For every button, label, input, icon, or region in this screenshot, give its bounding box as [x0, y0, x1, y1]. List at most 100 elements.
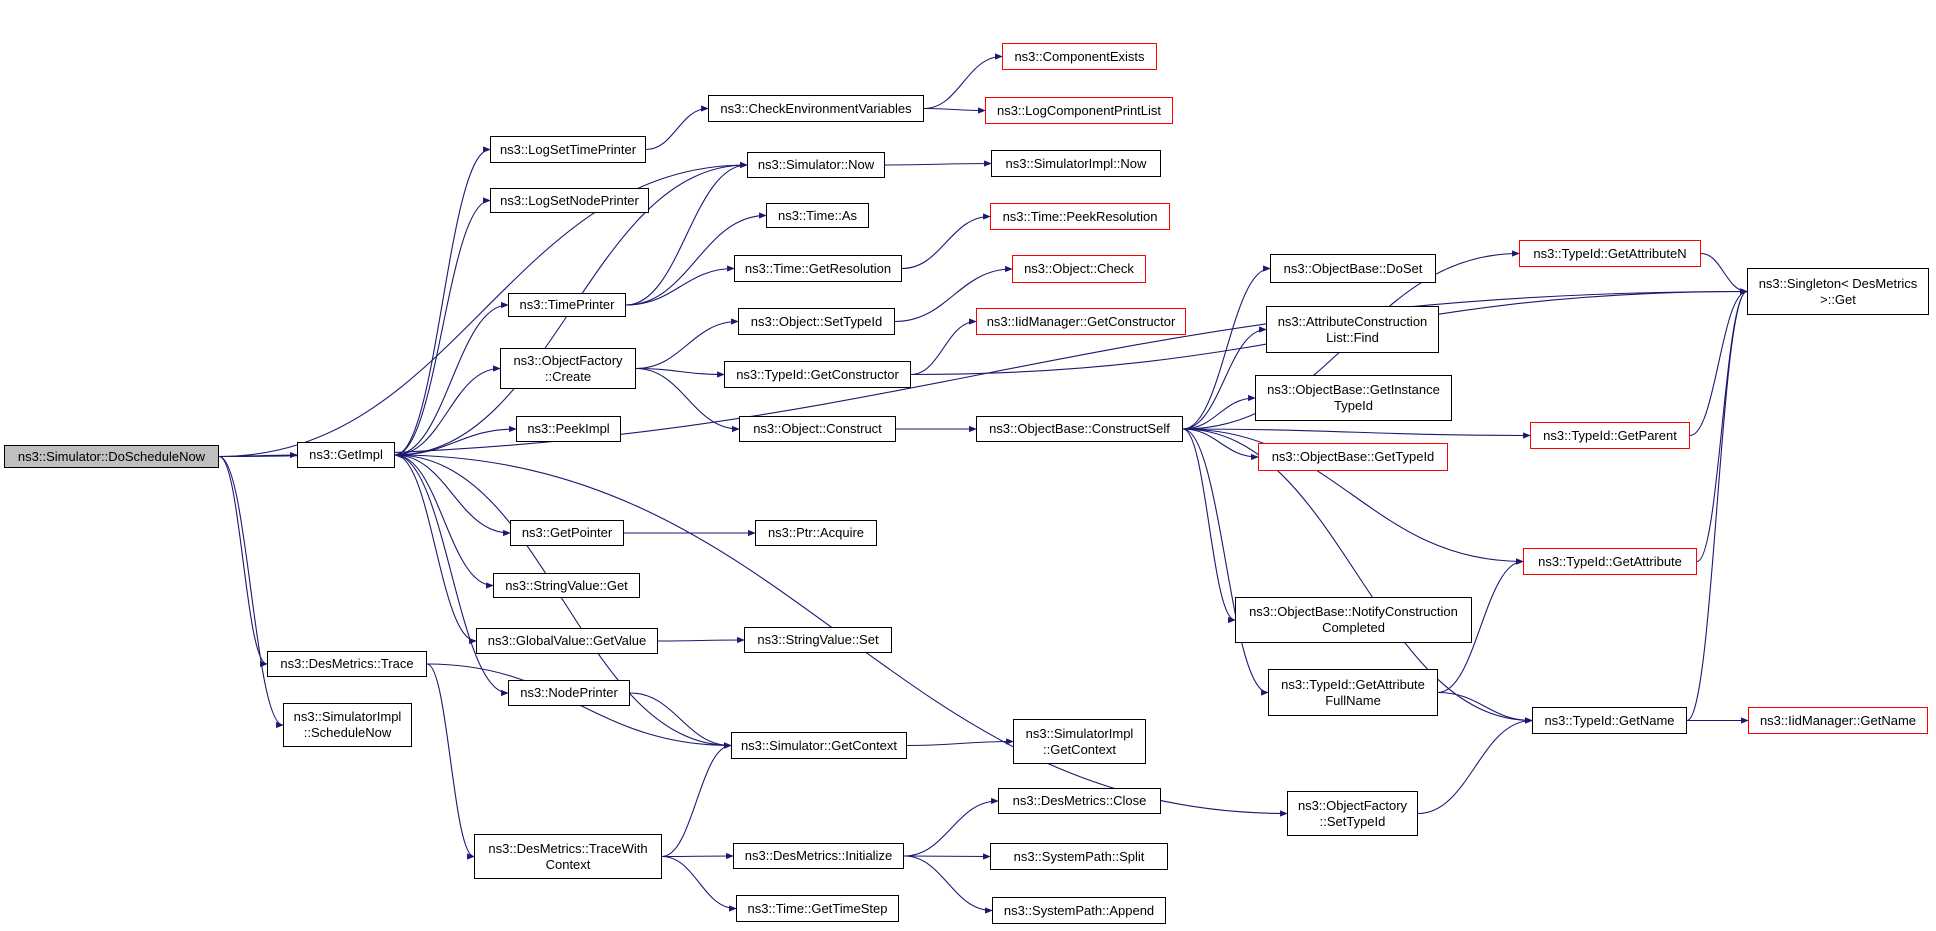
edge-desmetrics-tracewithcontext-to-simulator-getcontext [661, 742, 732, 858]
node-iidmanager-getname[interactable]: ns3::IidManager::GetName [1748, 707, 1928, 734]
node-label: ns3::DesMetrics::Trace [280, 656, 414, 671]
node-label: ns3::Time::GetResolution [744, 260, 892, 276]
node-label: ns3::Simulator::GetContext [740, 737, 898, 753]
edge-desmetrics-initialize-to-desmetrics-close [903, 797, 999, 857]
edge-objectbase-constructself-to-typeid-getparent [1182, 428, 1531, 439]
node-label: ns3::DesMetrics::Initialize [744, 848, 893, 863]
node-label: ns3::ComponentExists [1014, 48, 1145, 64]
node-label: ns3::AttributeConstruction [1277, 313, 1428, 329]
node-objectbase-gettypeid[interactable]: ns3::ObjectBase::GetTypeId [1258, 443, 1448, 471]
node-stringvalue-set[interactable]: ns3::StringValue::Set [744, 627, 892, 653]
node-label: Completed [1322, 620, 1385, 635]
node-label: ns3::Simulator::DoScheduleNow [17, 448, 206, 464]
node-label: ns3::Simulator::Now [757, 157, 875, 172]
node-logsetnodeprinter[interactable]: ns3::LogSetNodePrinter [490, 188, 649, 213]
node-time-peekresolution[interactable]: ns3::Time::PeekResolution [990, 203, 1170, 230]
node-systempath-append[interactable]: ns3::SystemPath::Append [992, 897, 1166, 924]
node-iidmanager-getconstructor[interactable]: ns3::IidManager::GetConstructor [976, 308, 1186, 335]
call-edges [218, 53, 1749, 914]
node-objectfactory-settypeid[interactable]: ns3::ObjectFactory::SetTypeId [1287, 791, 1418, 836]
node-desmetrics-close[interactable]: ns3::DesMetrics::Close [998, 788, 1161, 814]
edge-objectfactory-create-to-object-settypeid [635, 318, 739, 370]
node-doschedulenow: ns3::Simulator::DoScheduleNow [4, 445, 219, 468]
node-simulator-now[interactable]: ns3::Simulator::Now [747, 152, 885, 178]
node-label: ns3::Time::PeekResolution [1002, 208, 1158, 224]
node-getimpl[interactable]: ns3::GetImpl [297, 442, 395, 468]
edge-typeid-getname-to-singleton-get [1686, 288, 1748, 722]
edge-getimpl-to-globalvalue-getvalue [394, 454, 477, 645]
node-logsettimeprinter[interactable]: ns3::LogSetTimePrinter [490, 136, 646, 163]
node-label: TypeId [1333, 398, 1374, 413]
node-time-getresolution[interactable]: ns3::Time::GetResolution [734, 255, 902, 282]
node-label: FullName [1325, 692, 1381, 708]
edge-timeprinter-to-time-as [625, 212, 767, 306]
node-globalvalue-getvalue[interactable]: ns3::GlobalValue::GetValue [476, 628, 658, 654]
node-label: ::GetContext [1043, 741, 1116, 757]
node-typeid-getattributen[interactable]: ns3::TypeId::GetAttributeN [1519, 240, 1701, 267]
node-objectbase-constructself[interactable]: ns3::ObjectBase::ConstructSelf [976, 416, 1183, 442]
node-systempath-split[interactable]: ns3::SystemPath::Split [990, 843, 1168, 870]
node-label: ns3::StringValue::Set [757, 632, 879, 647]
node-desmetrics-initialize[interactable]: ns3::DesMetrics::Initialize [733, 843, 904, 869]
node-desmetrics-trace[interactable]: ns3::DesMetrics::Trace [267, 651, 427, 677]
node-simulatorimpl-schedulenow[interactable]: ns3::SimulatorImpl::ScheduleNow [283, 703, 412, 747]
node-label: ns3::Object::SetTypeId [750, 313, 883, 329]
node-componentexists[interactable]: ns3::ComponentExists [1002, 43, 1157, 70]
node-simulatorimpl-now[interactable]: ns3::SimulatorImpl::Now [991, 150, 1161, 177]
node-typeid-getattribute[interactable]: ns3::TypeId::GetAttribute [1523, 548, 1697, 575]
node-label: ns3::GetPointer [521, 525, 613, 540]
node-label: ns3::SimulatorImpl::Now [1005, 155, 1147, 171]
edge-objectbase-constructself-to-typeid-getname [1182, 428, 1533, 724]
node-logcomponentprintlist[interactable]: ns3::LogComponentPrintList [985, 97, 1173, 124]
node-time-gettimestep[interactable]: ns3::Time::GetTimeStep [736, 895, 899, 922]
node-objectbase-doset[interactable]: ns3::ObjectBase::DoSet [1270, 254, 1436, 283]
node-label: ns3::ObjectBase::NotifyConstruction [1249, 604, 1458, 619]
edge-nodeprinter-to-simulator-getcontext [629, 692, 732, 749]
node-label: ns3::Ptr::Acquire [767, 525, 865, 540]
node-simulatorimpl-getcontext[interactable]: ns3::SimulatorImpl::GetContext [1013, 719, 1146, 764]
edge-desmetrics-tracewithcontext-to-time-gettimestep [661, 855, 737, 912]
node-label: ns3::Time::As [778, 207, 857, 223]
node-getpointer[interactable]: ns3::GetPointer [510, 520, 624, 546]
node-typeid-getname[interactable]: ns3::TypeId::GetName [1532, 707, 1687, 734]
edge-getimpl-to-nodeprinter [394, 454, 509, 697]
edge-getimpl-to-logsetnodeprinter [394, 197, 491, 456]
node-label: ns3::Object::Construct [753, 421, 882, 436]
node-typeid-getparent[interactable]: ns3::TypeId::GetParent [1530, 422, 1690, 449]
edge-objectbase-constructself-to-objectbase-getinstancetypeid [1182, 394, 1256, 430]
node-label: ns3::GetImpl [309, 447, 383, 462]
edge-typeid-getattributen-to-singleton-get [1700, 252, 1748, 295]
node-object-check[interactable]: ns3::Object::Check [1012, 255, 1146, 283]
node-typeid-getconstructor[interactable]: ns3::TypeId::GetConstructor [724, 361, 911, 388]
node-nodeprinter[interactable]: ns3::NodePrinter [508, 680, 630, 706]
node-simulator-getcontext[interactable]: ns3::Simulator::GetContext [731, 732, 907, 759]
node-singleton-get[interactable]: ns3::Singleton< DesMetrics >::Get [1747, 268, 1929, 315]
node-ptr-acquire[interactable]: ns3::Ptr::Acquire [755, 520, 877, 546]
node-label: ns3::StringValue::Get [505, 577, 628, 593]
node-label: ns3::SimulatorImpl [293, 709, 402, 724]
node-stringvalue-get[interactable]: ns3::StringValue::Get [493, 573, 640, 598]
node-time-as[interactable]: ns3::Time::As [766, 203, 869, 228]
node-objectfactory-create[interactable]: ns3::ObjectFactory::Create [500, 348, 636, 389]
node-label: ns3::ObjectBase::GetInstance [1267, 382, 1440, 397]
node-object-construct[interactable]: ns3::Object::Construct [739, 416, 896, 442]
edge-objectfactory-create-to-typeid-getconstructor [635, 367, 725, 378]
edge-checkenvironmentvariables-to-componentexists [923, 53, 1003, 110]
node-checkenvironmentvariables[interactable]: ns3::CheckEnvironmentVariables [708, 95, 924, 122]
node-label: ::ScheduleNow [303, 725, 392, 740]
edge-typeid-getattributefullname-to-typeid-getname [1437, 691, 1533, 724]
node-object-settypeid[interactable]: ns3::Object::SetTypeId [738, 308, 895, 335]
node-label: ns3::SimulatorImpl [1025, 725, 1134, 741]
node-timeprinter[interactable]: ns3::TimePrinter [508, 293, 626, 317]
edge-objectbase-constructself-to-objectbase-notifyconstructioncompleted [1182, 428, 1236, 624]
edge-doschedulenow-to-simulatorimpl-schedulenow [218, 455, 284, 729]
node-label: ns3::PeekImpl [527, 421, 610, 436]
node-label: ns3::TypeId::GetAttribute [1281, 676, 1425, 692]
node-peekimpl[interactable]: ns3::PeekImpl [516, 416, 621, 442]
